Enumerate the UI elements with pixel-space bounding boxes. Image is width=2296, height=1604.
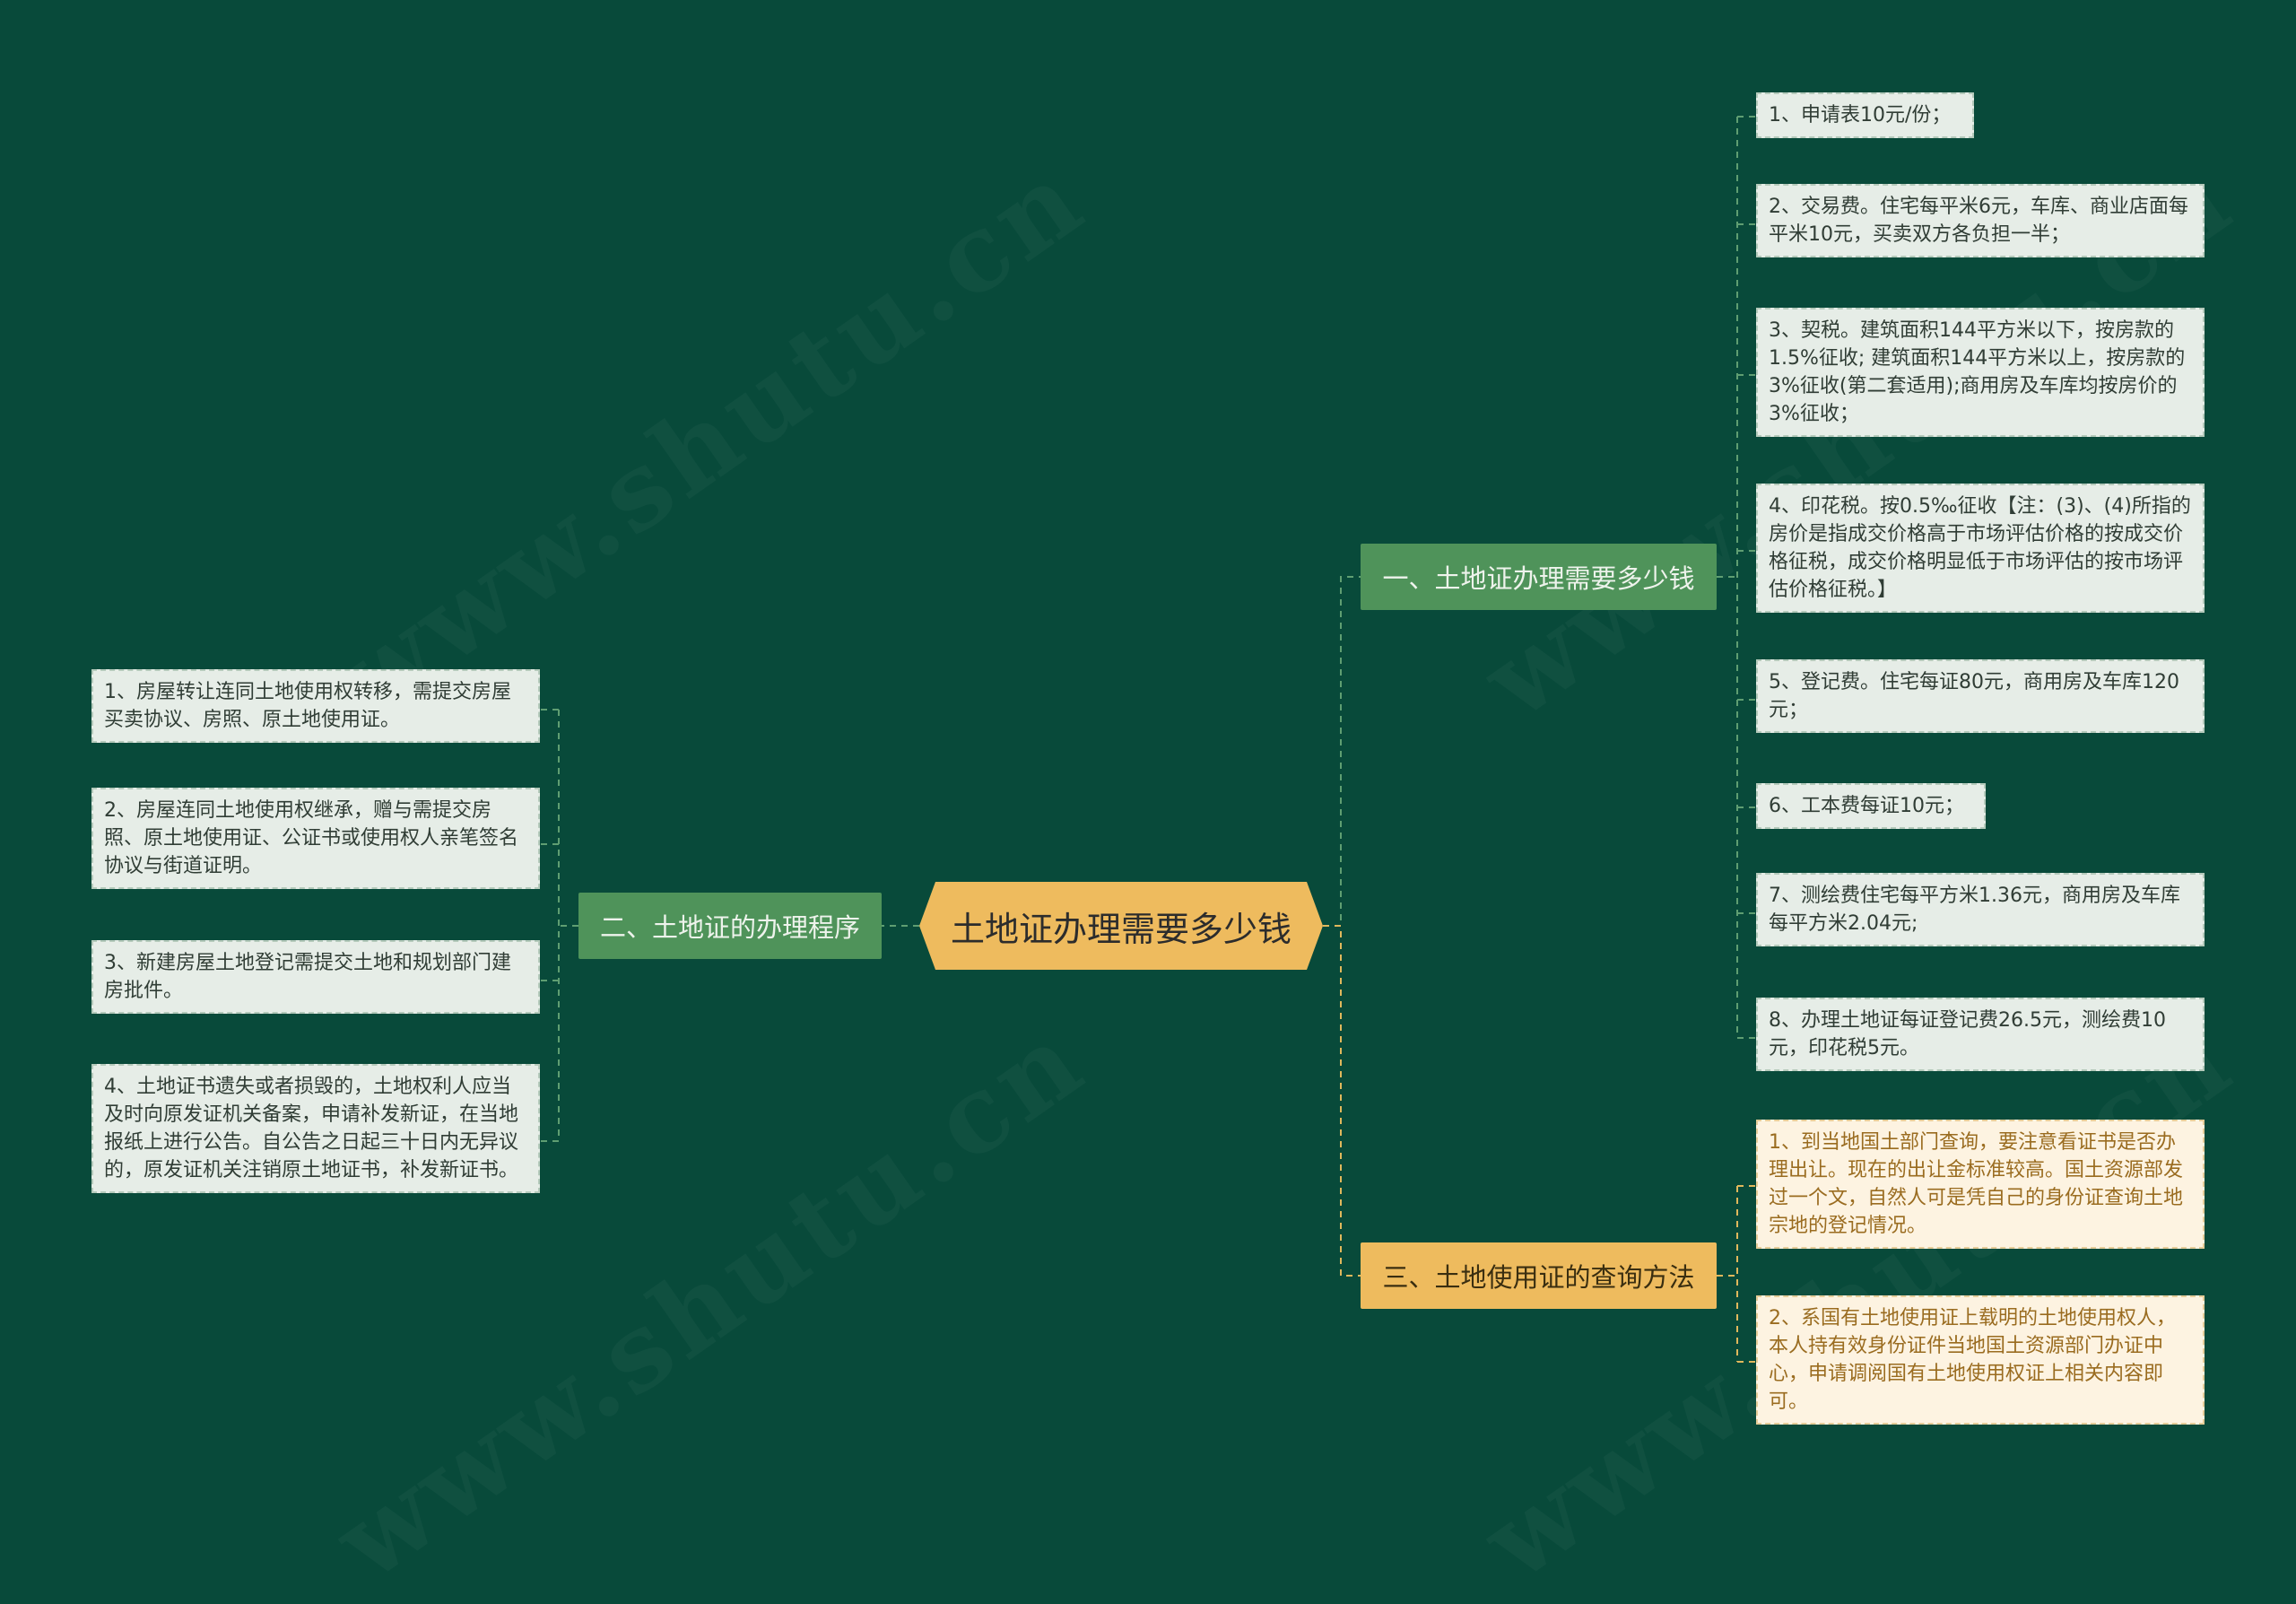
- fee-item[interactable]: 3、契税。建筑面积144平方米以下，按房款的1.5%征收; 建筑面积144平方米…: [1756, 308, 2205, 437]
- fee-item[interactable]: 7、测绘费住宅每平方米1.36元，商用房及车库每平方米2.04元;: [1756, 873, 2205, 946]
- branch-procedure[interactable]: 二、土地证的办理程序: [578, 893, 882, 959]
- fee-item[interactable]: 8、办理土地证每证登记费26.5元，测绘费10元，印花税5元。: [1756, 998, 2205, 1071]
- fee-item[interactable]: 5、登记费。住宅每证80元，商用房及车库120元；: [1756, 659, 2205, 733]
- branch-query[interactable]: 三、土地使用证的查询方法: [1361, 1242, 1717, 1309]
- connector-fees-spine: [1717, 117, 1738, 1038]
- procedure-item[interactable]: 1、房屋转让连同土地使用权转移，需提交房屋买卖协议、房照、原土地使用证。: [91, 669, 540, 743]
- connector-query-spine: [1717, 1186, 1738, 1362]
- root-topic[interactable]: 土地证办理需要多少钱: [919, 882, 1323, 970]
- query-item[interactable]: 2、系国有土地使用证上载明的土地使用权人，本人持有效身份证件当地国土资源部门办证…: [1756, 1295, 2205, 1425]
- procedure-item[interactable]: 4、土地证书遗失或者损毁的，土地权利人应当及时向原发证机关备案，申请补发新证，在…: [91, 1064, 540, 1193]
- procedure-item[interactable]: 2、房屋连同土地使用权继承，赠与需提交房照、原土地使用证、公证书或使用权人亲笔签…: [91, 788, 540, 889]
- fee-item[interactable]: 4、印花税。按0.5‰征收【注：(3)、(4)所指的房价是指成交价格高于市场评估…: [1756, 484, 2205, 613]
- fee-item[interactable]: 2、交易费。住宅每平米6元，车库、商业店面每平米10元，买卖双方各负担一半；: [1756, 184, 2205, 257]
- connector-query-leaf: [1737, 1185, 1756, 1363]
- branch-fees[interactable]: 一、土地证办理需要多少钱: [1361, 544, 1717, 610]
- connector-root-fees: [1323, 576, 1361, 927]
- query-item[interactable]: 1、到当地国土部门查询，要注意看证书是否办理出让。现在的出让金标准较高。国土资源…: [1756, 1120, 2205, 1249]
- connector-procedure-leaf: [540, 709, 559, 1142]
- connector-procedure-spine: [558, 710, 578, 1141]
- connector-lines: [540, 116, 1756, 1363]
- fee-item[interactable]: 6、工本费每证10元；: [1756, 783, 1986, 829]
- fee-item[interactable]: 1、申请表10元/份；: [1756, 92, 1974, 138]
- connector-root-query: [1323, 925, 1361, 1277]
- procedure-item[interactable]: 3、新建房屋土地登记需提交土地和规划部门建房批件。: [91, 940, 540, 1014]
- connector-fees-leaf: [1737, 116, 1756, 1039]
